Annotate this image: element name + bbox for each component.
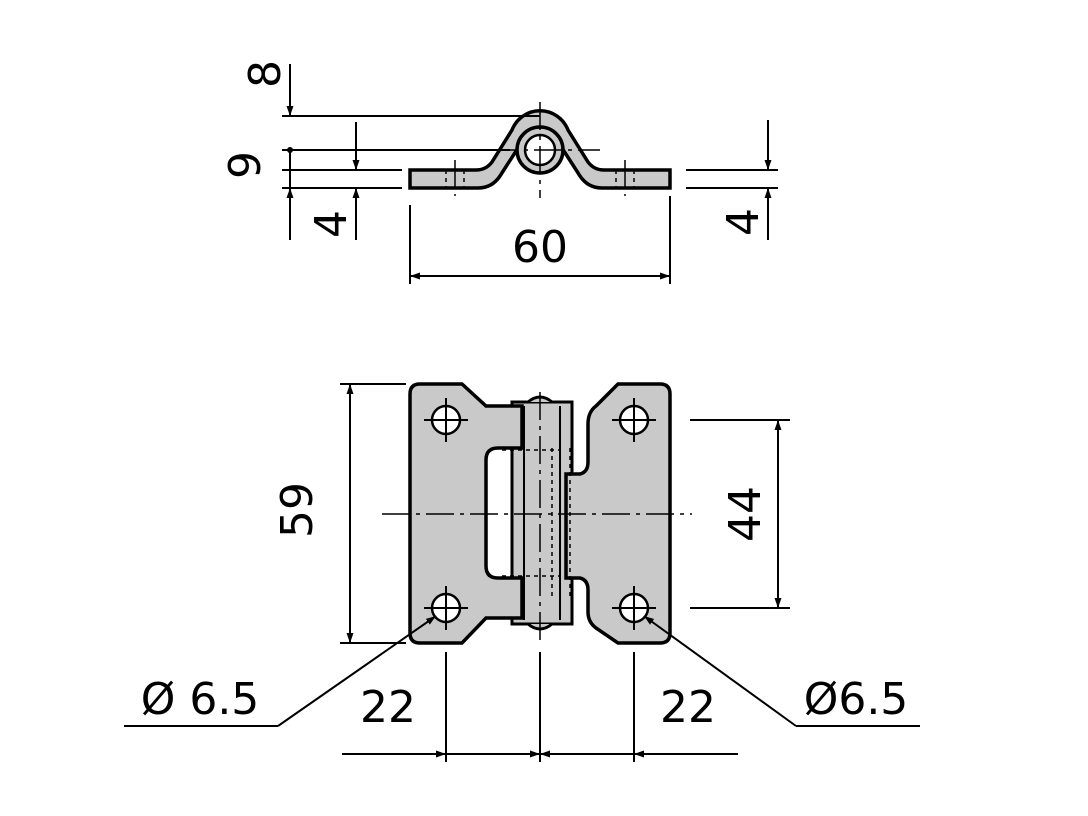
dim-60-label: 60 (512, 222, 568, 273)
side-view: 8 9 4 60 4 (220, 60, 778, 284)
hole-top-left (424, 398, 468, 442)
hole-callout-left: Ø 6.5 (141, 674, 260, 725)
dim-8-label: 8 (240, 60, 291, 88)
dim-59-label: 59 (272, 482, 323, 538)
dim-4-left-label: 4 (306, 210, 357, 238)
dim-22-right-label: 22 (660, 682, 716, 733)
hole-top-right (612, 398, 656, 442)
hole-bottom-left (424, 586, 468, 630)
dim-22-left-label: 22 (360, 682, 416, 733)
hole-callout-right: Ø6.5 (804, 674, 909, 725)
left-leaf (408, 382, 524, 645)
dim-4-right-label: 4 (718, 208, 769, 236)
hole-bottom-right (612, 586, 656, 630)
dim-9-label: 9 (220, 151, 271, 179)
dim-44-label: 44 (720, 486, 771, 542)
top-view: 59 44 22 22 Ø 6.5 Ø6.5 (124, 382, 920, 762)
